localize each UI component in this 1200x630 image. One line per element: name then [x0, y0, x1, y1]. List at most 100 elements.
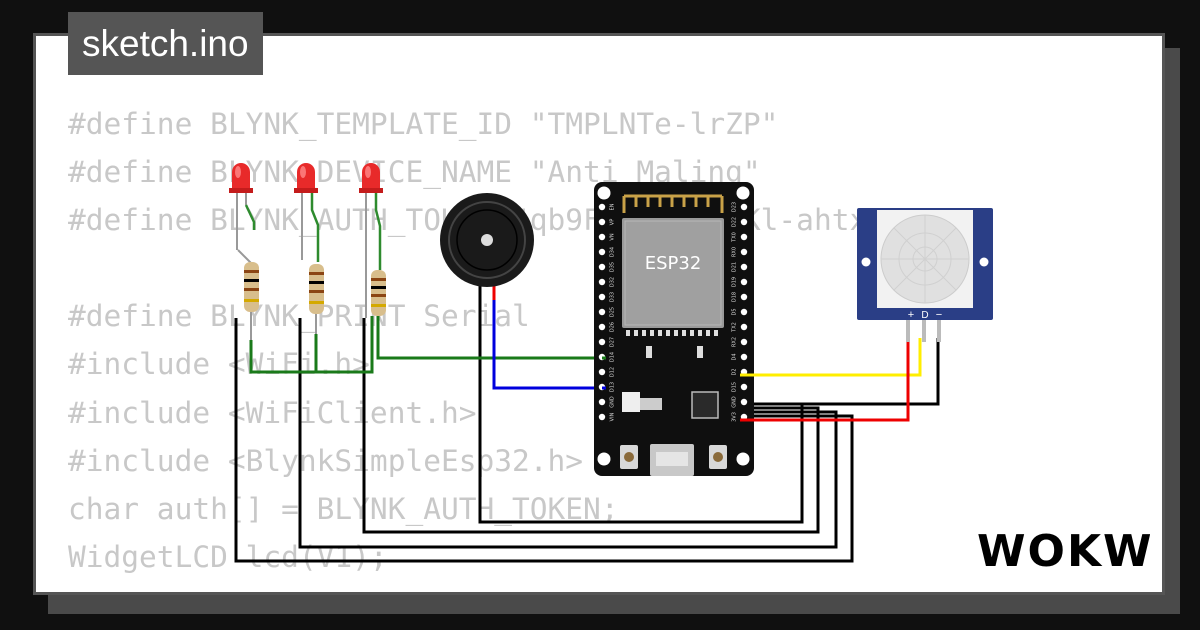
esp32-pin-right-d4	[740, 353, 748, 361]
esp32-pin-left-d34	[598, 248, 606, 256]
esp32-pin-label: GND	[610, 396, 616, 408]
esp32-pin-left-en	[598, 203, 606, 211]
esp32-pin-label: TX0	[732, 232, 738, 243]
esp32-pin-label: D23	[732, 202, 738, 212]
led-wire-2	[316, 316, 374, 374]
esp32-pin-right-gnd	[740, 398, 748, 406]
esp32-pin-right-d19	[740, 278, 748, 286]
esp32-pin-right-d21	[740, 263, 748, 271]
buzzer-wire-blue	[492, 280, 602, 390]
led-1	[229, 163, 259, 340]
esp32-pin-label: D4	[732, 353, 738, 360]
esp32-pin-left-d33	[598, 293, 606, 301]
led-signal-wires	[249, 316, 602, 374]
esp32-pin-label: D14	[610, 352, 616, 362]
led-2	[294, 163, 324, 334]
wokwi-logo: WOKWi	[977, 526, 1150, 577]
pir-sensor: + D −	[857, 208, 993, 342]
code-background: #define BLYNK_TEMPLATE_ID "TMPLNTe-lrZP"…	[68, 100, 992, 581]
buzzer	[440, 193, 602, 390]
esp32-pin-label: D19	[732, 277, 738, 287]
esp32-pin-left-vn	[598, 233, 606, 241]
sketch-title: sketch.ino	[68, 12, 263, 75]
esp32-pin-label: TX2	[732, 322, 738, 333]
esp32-pin-left-d26	[598, 323, 606, 331]
esp32-pin-label: VP	[610, 219, 616, 225]
pir-pin-d: D	[921, 310, 928, 321]
esp32-pin-left-d25	[598, 308, 606, 316]
esp32-pin-label: D5	[732, 308, 738, 315]
esp32-pin-right-d18	[740, 293, 748, 301]
esp32-pin-right-d23	[740, 203, 748, 211]
led-1-body	[232, 163, 250, 190]
led-3	[359, 163, 386, 318]
code-line: #define BLYNK_PRINT Serial	[68, 299, 530, 334]
esp32-pin-label: GND	[732, 396, 738, 408]
esp32-pin-left-d35	[598, 263, 606, 271]
code-line: #define BLYNK_TEMPLATE_ID "TMPLNTe-lrZP"	[68, 107, 779, 141]
esp32-pin-label: D35	[610, 262, 616, 272]
code-line: #include <BlynkSimpleEsp32.h>	[68, 443, 584, 478]
pir-signal-wire	[740, 338, 922, 377]
esp32-pin-label: VN	[610, 233, 616, 240]
pir-power-wire	[740, 338, 910, 422]
esp32-regulator	[622, 392, 640, 412]
esp32-pin-label: D12	[610, 367, 616, 377]
ground-wires	[234, 290, 940, 563]
esp32-pin-label: D32	[610, 277, 616, 287]
code-line: #include <WiFiClient.h>	[68, 395, 477, 430]
esp32-pin-label: D27	[610, 337, 616, 347]
esp32-pin-right-tx2	[740, 323, 748, 331]
esp32-pin-left-gnd	[598, 398, 606, 406]
esp32-pin-label: VIN	[610, 412, 616, 421]
ground-wire-pir	[748, 338, 940, 406]
esp32-pin-right-d22	[740, 218, 748, 226]
resistor-3	[371, 270, 386, 316]
esp32-pin-right-rx2	[740, 338, 748, 346]
led-wire-1	[249, 334, 318, 374]
esp32-pin-label: D26	[610, 322, 616, 332]
esp32-pin-label: D13	[610, 382, 616, 392]
led-1-rim	[229, 188, 253, 193]
esp32-pin-left-d12	[598, 368, 606, 376]
esp32-pin-label: D15	[732, 382, 738, 392]
esp32-pin-label: RX2	[732, 337, 738, 347]
esp32-pin-right-tx0	[740, 233, 748, 241]
resistor-1	[244, 262, 259, 312]
wokwi-logo-text: WOKWi	[977, 526, 1150, 577]
esp32-pin-label: D33	[610, 292, 616, 302]
led-2-body	[297, 163, 315, 190]
esp32-pin-left-d32	[598, 278, 606, 286]
esp32-pin-label: EN	[610, 203, 616, 210]
esp32-pin-left-vp	[598, 218, 606, 226]
esp32-pin-label: RX0	[732, 247, 738, 257]
esp32-pin-label: D21	[732, 262, 738, 272]
esp32-label: ESP32	[645, 253, 702, 274]
esp32-pin-label: D2	[732, 368, 738, 375]
esp32-pin-label: D25	[610, 307, 616, 317]
pir-pin-plus: +	[908, 309, 914, 321]
esp32-pin-left-vin	[598, 413, 606, 421]
esp32-pin-left-d27	[598, 338, 606, 346]
esp32-antenna	[622, 194, 724, 213]
esp32-pin-right-d5	[740, 308, 748, 316]
esp32-pin-label: D22	[732, 217, 738, 227]
esp32-pin-header	[626, 330, 718, 336]
esp32-pin-label: D18	[732, 292, 738, 302]
pir-pin-minus: −	[936, 309, 942, 321]
esp32-board: ESP32 ENVPVND34D35D32D33D25D26D27D14D12D…	[594, 182, 754, 476]
ground-wire-led3	[362, 318, 820, 534]
esp32-pin-right-rx0	[740, 248, 748, 256]
esp32-pin-label: D34	[610, 247, 616, 257]
ground-wire-led2	[298, 318, 838, 549]
esp32-pin-right-d15	[740, 383, 748, 391]
esp32-usb-chip	[691, 391, 719, 419]
led-3-body	[362, 163, 380, 190]
code-line: char auth[] = BLYNK_AUTH_TOKEN;	[68, 491, 619, 526]
led-wire-3	[376, 316, 602, 360]
esp32-pin-label: 3V3	[732, 412, 738, 422]
ground-wire-led1	[234, 318, 854, 563]
resistor-2	[309, 264, 324, 314]
